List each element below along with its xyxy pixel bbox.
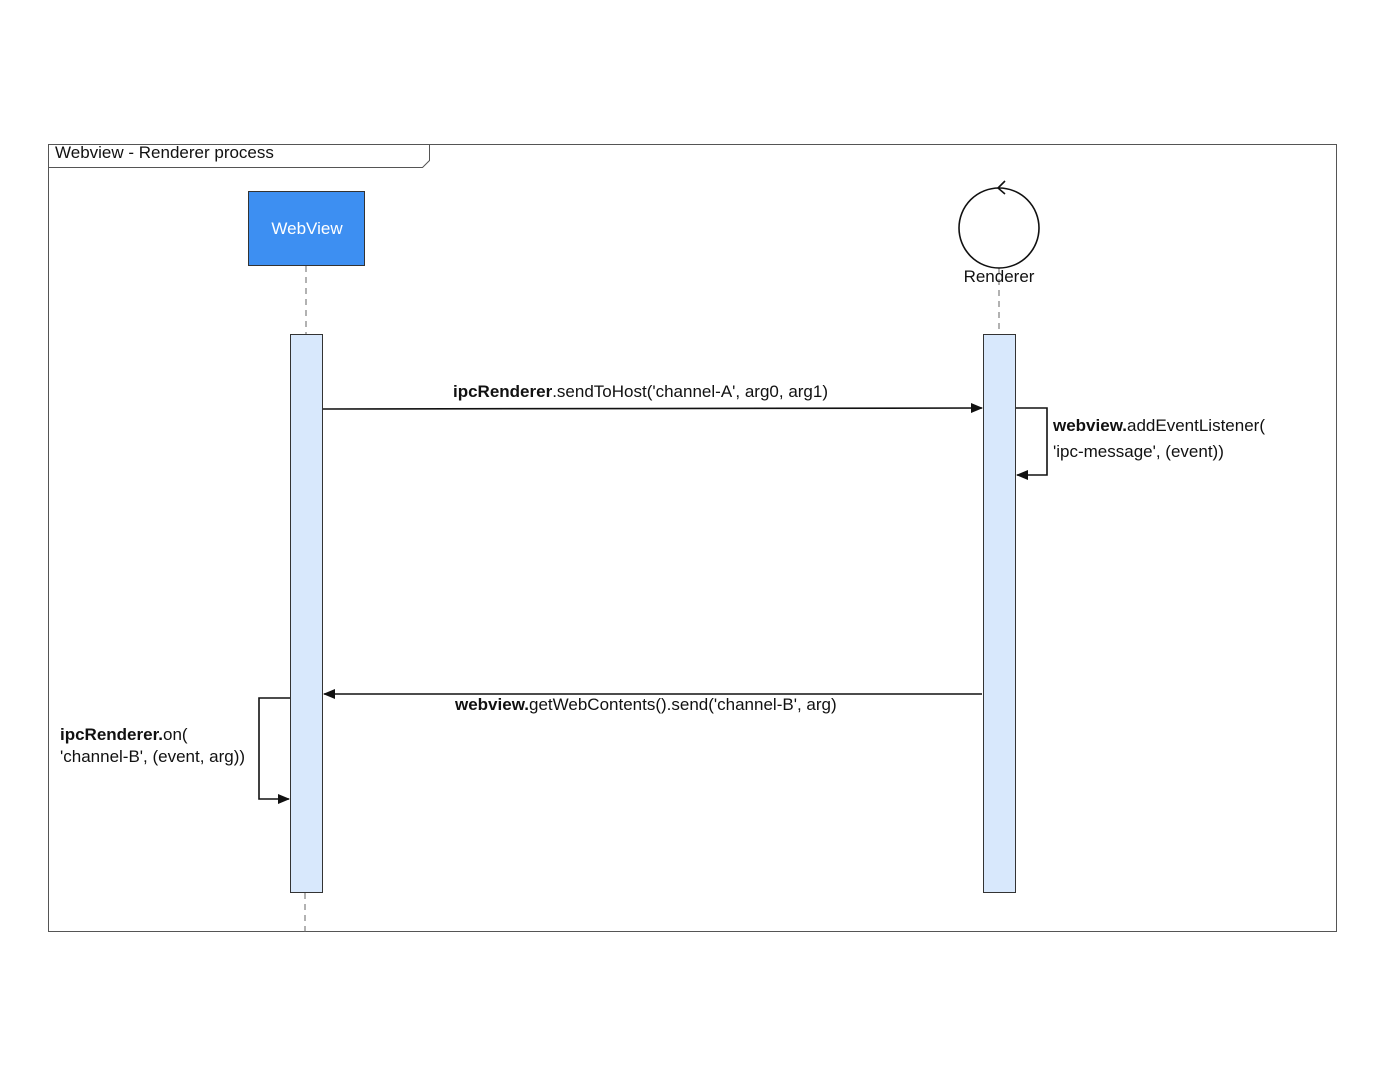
frame-title: Webview - Renderer process xyxy=(55,143,274,162)
renderer-activation-bar xyxy=(983,334,1016,893)
get-web-contents-label: webview.getWebContents().send('channel-B… xyxy=(455,692,837,718)
send-to-host-label-bold: ipcRenderer xyxy=(453,382,553,401)
ipc-on-label-bold: ipcRenderer. xyxy=(60,725,163,744)
get-web-contents-label-bold: webview. xyxy=(455,695,530,714)
renderer-control-arrow xyxy=(996,180,1006,195)
ipc-on-self-arrow xyxy=(258,697,290,804)
send-to-host-arrow xyxy=(322,403,983,414)
diagram-frame xyxy=(48,144,1337,932)
ipc-on-label-line2: 'channel-B', (event, arg)) xyxy=(60,747,246,766)
ipc-on-label-rest: on( xyxy=(163,725,188,744)
webview-participant-label: WebView xyxy=(271,218,343,238)
frame-title-tab xyxy=(48,144,430,168)
send-to-host-label-rest: .sendToHost('channel-A', arg0, arg1) xyxy=(552,382,829,401)
renderer-control-symbol xyxy=(958,187,1040,269)
webview-participant-box xyxy=(248,191,365,266)
renderer-participant-label: Renderer xyxy=(963,267,1035,286)
add-listener-label-rest: addEventListener( xyxy=(1127,416,1265,435)
add-listener-label-line2: 'ipc-message', (event)) xyxy=(1053,442,1224,461)
add-listener-label-line1: webview.addEventListener( xyxy=(1053,413,1265,439)
send-to-host-label: ipcRenderer.sendToHost('channel-A', arg0… xyxy=(453,379,828,405)
get-web-contents-label-rest: getWebContents().send('channel-B', arg) xyxy=(529,695,837,714)
webview-activation-bar xyxy=(290,334,323,893)
add-listener-self-arrow xyxy=(1016,407,1048,480)
ipc-on-label-line1: ipcRenderer.on( xyxy=(60,722,188,748)
add-listener-label-bold: webview. xyxy=(1053,416,1128,435)
